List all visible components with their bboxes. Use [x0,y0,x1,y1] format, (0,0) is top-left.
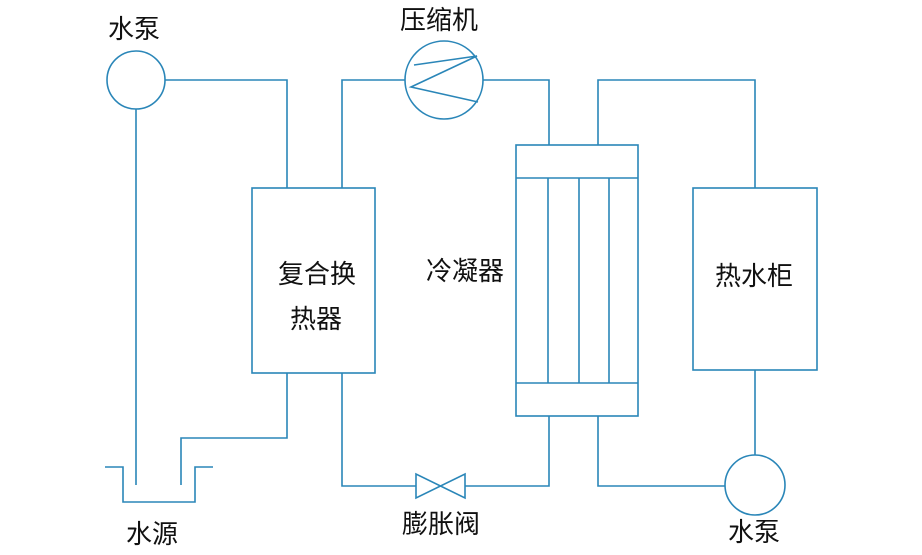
valve-to-exchanger-pipe [341,373,416,487]
pump-to-condenser-pipe [597,416,725,487]
expansion-valve-icon [415,472,466,500]
hot-water-tank-label: 热水柜 [715,262,794,292]
compressor-to-condenser-pipe [483,79,550,145]
pump-bottom-icon [724,454,786,516]
condenser-icon [515,144,639,417]
composite-exchanger-label-line2: 热器 [290,305,343,335]
compressor-label: 压缩机 [400,6,479,36]
expansion-valve-label: 膨胀阀 [402,510,481,540]
condenser-label: 冷凝器 [426,257,505,287]
pump-to-exchanger-pipe [165,79,288,188]
composite-exchanger-label-line1: 复合换 [278,260,357,290]
compressor-icon [404,40,484,120]
water-source-label: 水源 [126,520,179,550]
pump-top-label: 水泵 [108,15,161,45]
exchanger-to-source-pipe [180,373,288,485]
water-source-tank-icon [105,466,213,503]
composite-exchanger-box [251,187,376,374]
exchanger-to-compressor-pipe [341,79,405,188]
condenser-to-valve-pipe [465,416,550,487]
pump-bottom-label: 水泵 [728,518,781,548]
pump-top-icon [106,50,166,110]
condenser-to-tank-pipe [597,79,756,188]
